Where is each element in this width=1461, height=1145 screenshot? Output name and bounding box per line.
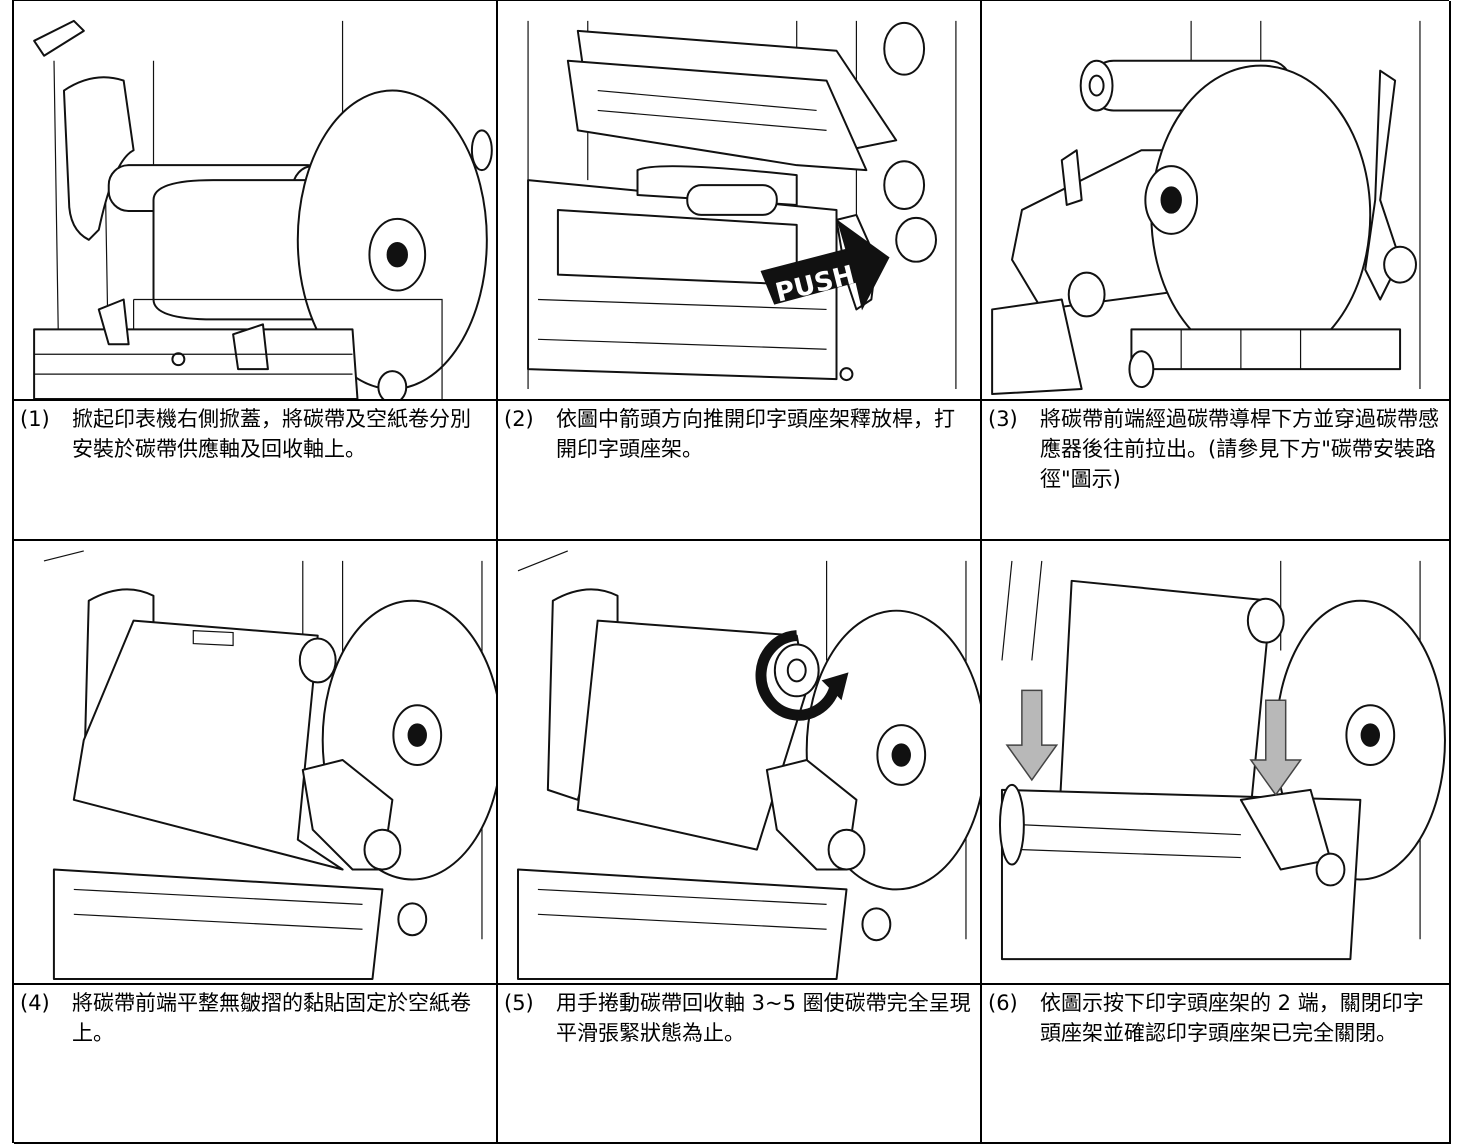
step-number: (6): [988, 991, 1018, 1015]
step-5-illustration: [498, 541, 982, 985]
step-4-caption: (4) 將碳帶前端平整無皺摺的黏貼固定於空紙卷上。: [14, 985, 498, 1144]
step-number: (1): [20, 407, 50, 431]
ribbon-threading-drawing: [991, 20, 1421, 396]
step-6-illustration: [982, 541, 1451, 985]
step-number: (2): [504, 407, 534, 431]
step-number: (4): [20, 991, 50, 1015]
step-text: 將碳帶前端平整無皺摺的黏貼固定於空紙卷上。: [72, 991, 471, 1045]
step-number: (3): [988, 407, 1018, 431]
step-3-caption: (3) 將碳帶前端經過碳帶導桿下方並穿過碳帶感應器後往前拉出。(請參見下方"碳帶…: [982, 401, 1451, 541]
printer-open-cover-drawing: [33, 19, 493, 399]
step-text: 依圖示按下印字頭座架的 2 端，關閉印字頭座架並確認印字頭座架已完全關閉。: [1040, 991, 1424, 1045]
step-1-caption: (1) 掀起印表機右側掀蓋，將碳帶及空紙卷分別安裝於碳帶供應軸及回收軸上。: [14, 401, 498, 541]
step-4-illustration: [14, 541, 498, 985]
step-text: 掀起印表機右側掀蓋，將碳帶及空紙卷分別安裝於碳帶供應軸及回收軸上。: [72, 407, 471, 461]
step-text: 將碳帶前端經過碳帶導桿下方並穿過碳帶感應器後往前拉出。(請參見下方"碳帶安裝路徑…: [1040, 407, 1439, 491]
step-text: 依圖中箭頭方向推開印字頭座架釋放桿，打開印字頭座架。: [556, 407, 955, 461]
instruction-table: PUSH (1) 掀起印表機右側掀蓋，將碳帶及空紙卷分別安裝於碳: [12, 0, 1451, 1144]
release-lever-push-drawing: PUSH: [527, 20, 957, 390]
wind-ribbon-drawing: [517, 550, 980, 981]
rotate-arrow-icon: [755, 630, 849, 721]
step-2-illustration: PUSH: [498, 1, 982, 401]
close-printhead-drawing: [998, 560, 1446, 961]
step-number: (5): [504, 991, 534, 1015]
step-2-caption: (2) 依圖中箭頭方向推開印字頭座架釋放桿，打開印字頭座架。: [498, 401, 982, 541]
step-5-caption: (5) 用手捲動碳帶回收軸 3~5 圈使碳帶完全呈現平滑張緊狀態為止。: [498, 985, 982, 1144]
step-6-caption: (6) 依圖示按下印字頭座架的 2 端，關閉印字頭座架並確認印字頭座架已完全關閉…: [982, 985, 1451, 1144]
press-down-arrow-left-icon: [1005, 689, 1059, 782]
press-down-arrow-right-icon: [1249, 699, 1303, 797]
step-1-illustration: [14, 1, 498, 401]
attach-ribbon-drawing: [43, 550, 496, 981]
step-3-illustration: [982, 1, 1451, 401]
step-text: 用手捲動碳帶回收軸 3~5 圈使碳帶完全呈現平滑張緊狀態為止。: [556, 991, 971, 1045]
